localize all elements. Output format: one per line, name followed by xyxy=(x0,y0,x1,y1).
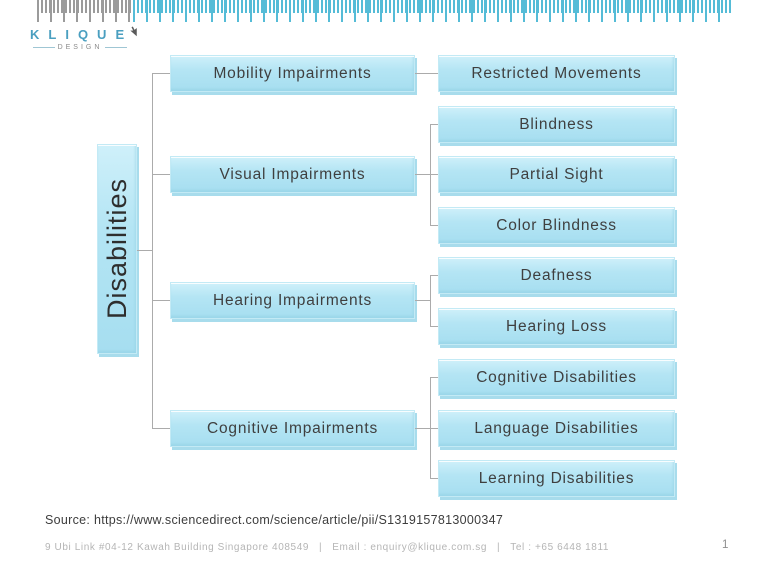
source-citation: Source: https://www.sciencedirect.com/sc… xyxy=(45,513,504,527)
connector-cognitive-stub xyxy=(415,428,430,429)
connector-hearing-stub xyxy=(415,300,430,301)
node-cognitive-impairments: Cognitive Impairments xyxy=(170,410,415,447)
connector-mobility-leaf xyxy=(415,73,438,74)
footer: 9 Ubi Link #04-12 Kawah Building Singapo… xyxy=(45,542,609,553)
logo-tagline: DESIGN xyxy=(57,44,103,51)
footer-separator: | xyxy=(497,542,501,553)
node-color-blindness: Color Blindness xyxy=(438,207,675,244)
node-hearing-impairments: Hearing Impairments xyxy=(170,282,415,319)
connector-learning-disabilities xyxy=(430,478,438,479)
connector-root-stub xyxy=(137,250,152,251)
node-hearing-loss: Hearing Loss xyxy=(438,308,675,345)
connector-visual-partial-sight xyxy=(430,174,438,175)
node-language-disabilities: Language Disabilities xyxy=(438,410,675,447)
connector-visual-blindness xyxy=(430,124,438,125)
ruler-ticks-gray xyxy=(37,0,133,22)
connector-branch-hearing xyxy=(152,300,170,301)
node-disabilities: Disabilities xyxy=(97,144,137,354)
node-mobility-impairments: Mobility Impairments xyxy=(170,55,415,92)
footer-address: 9 Ubi Link #04-12 Kawah Building Singapo… xyxy=(45,542,310,553)
logo-brand: KLIQUE xyxy=(30,26,134,42)
node-cognitive-disabilities: Cognitive Disabilities xyxy=(438,359,675,396)
connector-branch-visual xyxy=(152,174,170,175)
footer-separator: | xyxy=(319,542,323,553)
ruler-ticks-cyan xyxy=(133,0,731,22)
connector-root-trunk xyxy=(152,73,153,429)
footer-email: Email : enquiry@klique.com.sg xyxy=(332,542,488,553)
logo-divider-left xyxy=(32,47,55,48)
logo: KLIQUE DESIGN xyxy=(30,26,137,51)
node-learning-disabilities: Learning Disabilities xyxy=(438,460,675,497)
connector-branch-cognitive xyxy=(152,428,170,429)
connector-visual-stub xyxy=(415,174,430,175)
connector-branch-mobility xyxy=(152,73,170,74)
cursor-arrow-icon xyxy=(127,24,139,42)
node-blindness: Blindness xyxy=(438,106,675,143)
node-visual-impairments: Visual Impairments xyxy=(170,156,415,193)
connector-hearing-loss xyxy=(430,326,438,327)
connector-cognitive-disabilities xyxy=(430,377,438,378)
node-partial-sight: Partial Sight xyxy=(438,156,675,193)
connector-visual-trunk xyxy=(430,124,431,226)
node-disabilities-label: Disabilities xyxy=(101,178,132,320)
footer-tel: Tel : +65 6448 1811 xyxy=(510,542,610,553)
logo-divider-right xyxy=(105,47,128,48)
connector-language-disabilities xyxy=(430,428,438,429)
connector-visual-color-blindness xyxy=(430,225,438,226)
node-deafness: Deafness xyxy=(438,257,675,294)
connector-hearing-trunk xyxy=(430,275,431,327)
connector-hearing-deafness xyxy=(430,275,438,276)
node-restricted-movements: Restricted Movements xyxy=(438,55,675,92)
page-number: 1 xyxy=(722,539,729,551)
